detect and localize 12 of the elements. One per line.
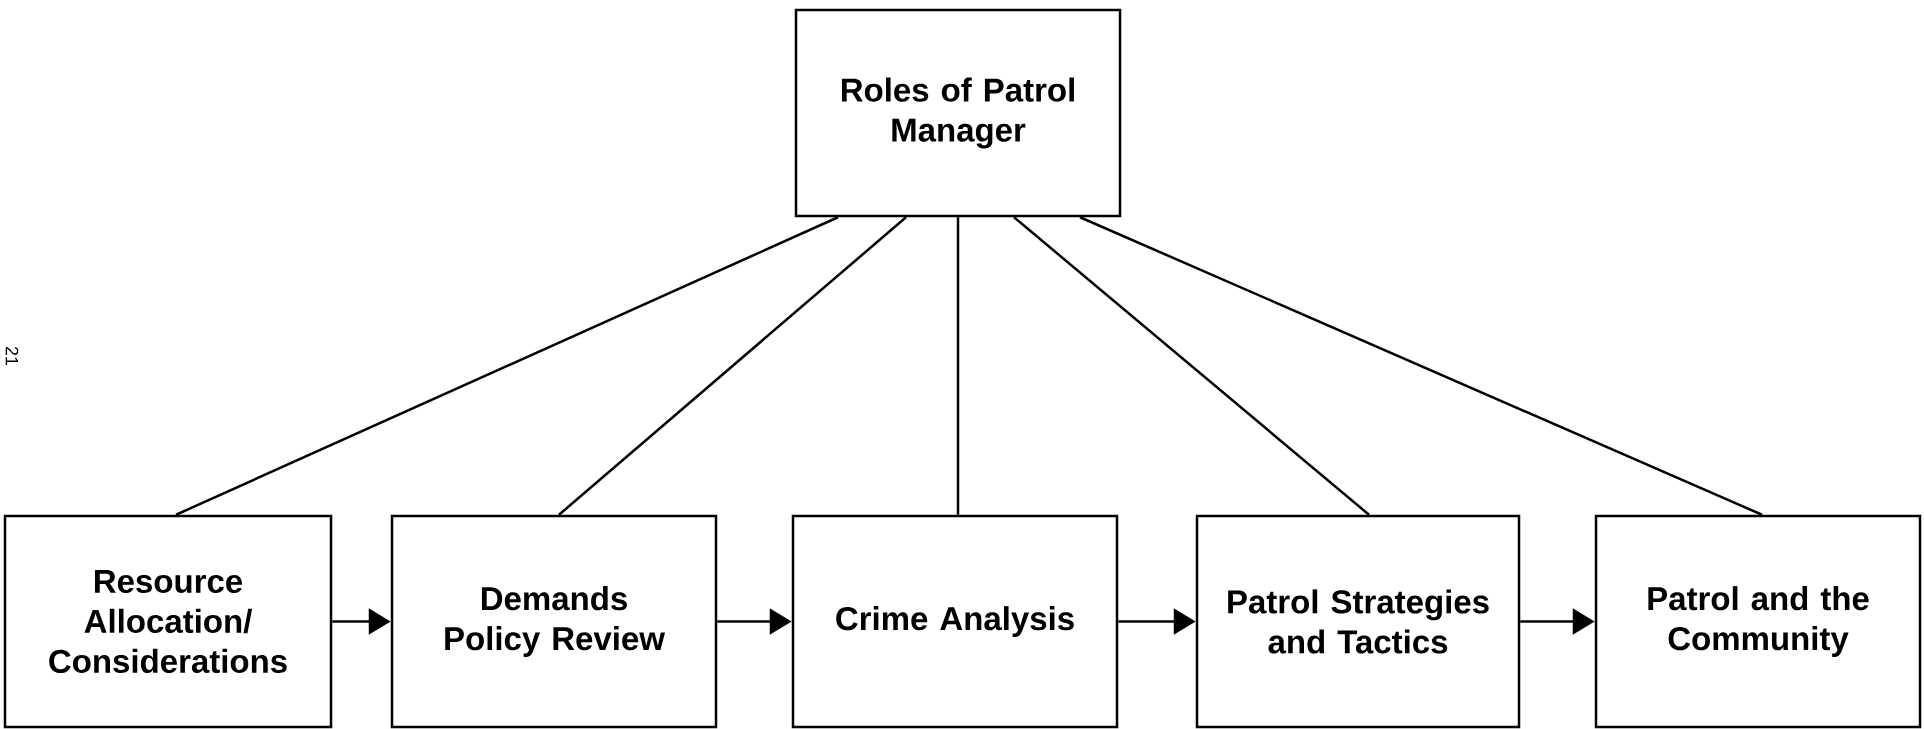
page-number: 21 bbox=[5, 346, 19, 366]
role-box: Roles of Patrol Manager bbox=[794, 8, 1122, 218]
connector-line bbox=[175, 216, 839, 516]
connector-line bbox=[956, 217, 960, 515]
process-box: Demands Policy Review bbox=[390, 514, 718, 729]
process-box: Patrol and the Community bbox=[1594, 514, 1922, 729]
connector-line bbox=[558, 216, 907, 516]
process-box: Patrol Strategies and Tactics bbox=[1195, 514, 1521, 729]
connector-line bbox=[1079, 216, 1763, 516]
process-box: Resource Allocation/ Considerations bbox=[3, 514, 333, 729]
process-box: Crime Analysis bbox=[791, 514, 1119, 729]
connector-line bbox=[1013, 216, 1370, 516]
